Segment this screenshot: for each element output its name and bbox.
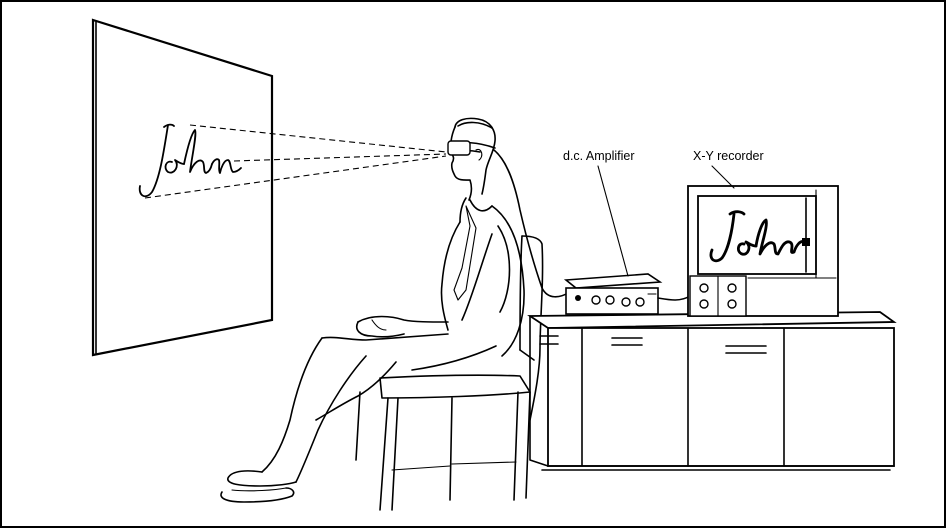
projection-screen xyxy=(93,20,272,355)
equipment-cabinet xyxy=(530,312,894,470)
amplifier-leader-line xyxy=(598,166,628,276)
dc-amplifier xyxy=(566,274,690,314)
chair xyxy=(356,236,543,510)
recorder-leader-line xyxy=(712,166,734,188)
amplifier-label: d.c. Amplifier xyxy=(563,149,635,163)
recorder-label: X-Y recorder xyxy=(693,149,764,163)
